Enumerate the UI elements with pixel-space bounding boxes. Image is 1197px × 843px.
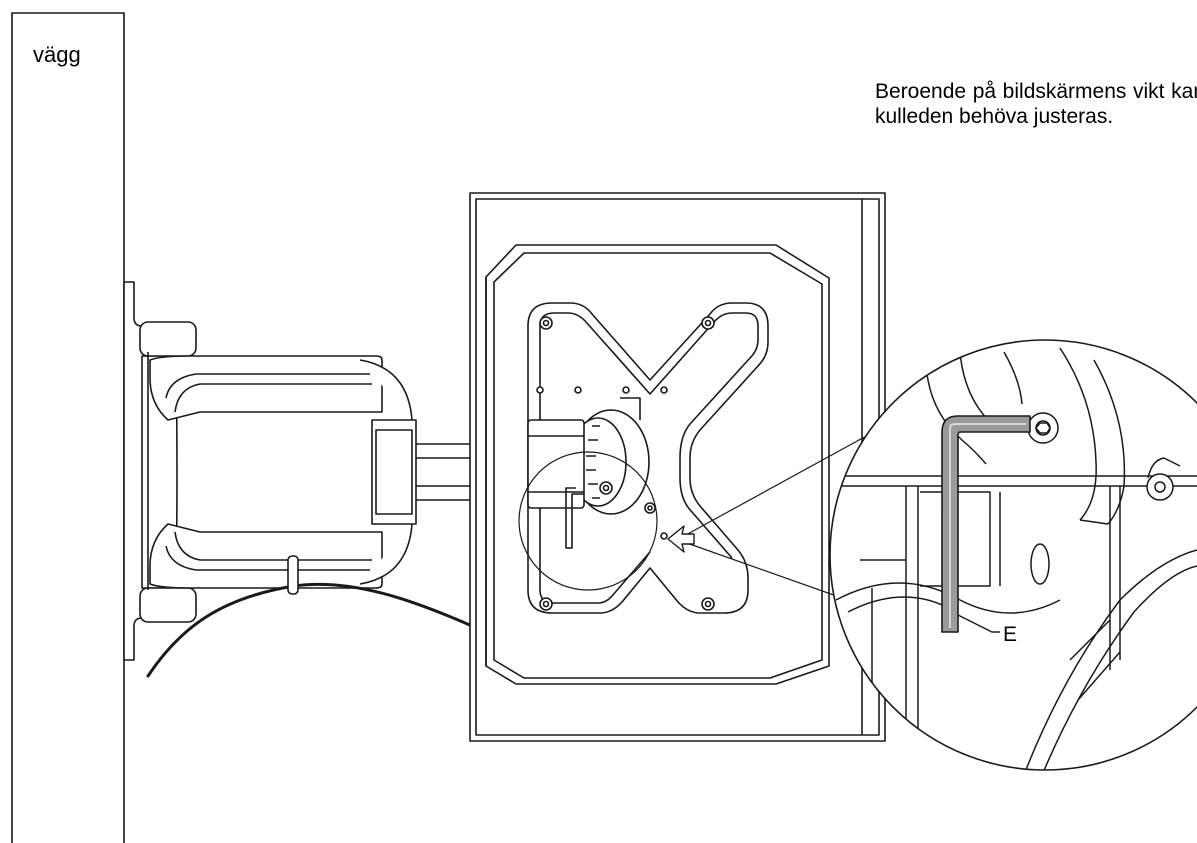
tool-callout-label: E [1003,623,1018,646]
wall-bracket [123,281,197,661]
adjustment-note: Beroende på bildskärmens vikt kan kulled… [875,80,1197,128]
callout-leader [957,614,1000,633]
tilt-head [527,397,656,515]
hex-key-large [941,415,1031,633]
wall [11,12,125,843]
wall-label: vägg [33,42,81,67]
detail-focus-circle [518,451,658,591]
articulating-arm [149,355,540,589]
callout-arrow [667,525,695,553]
detail-lens [829,339,1197,771]
hex-key-small [565,487,584,549]
